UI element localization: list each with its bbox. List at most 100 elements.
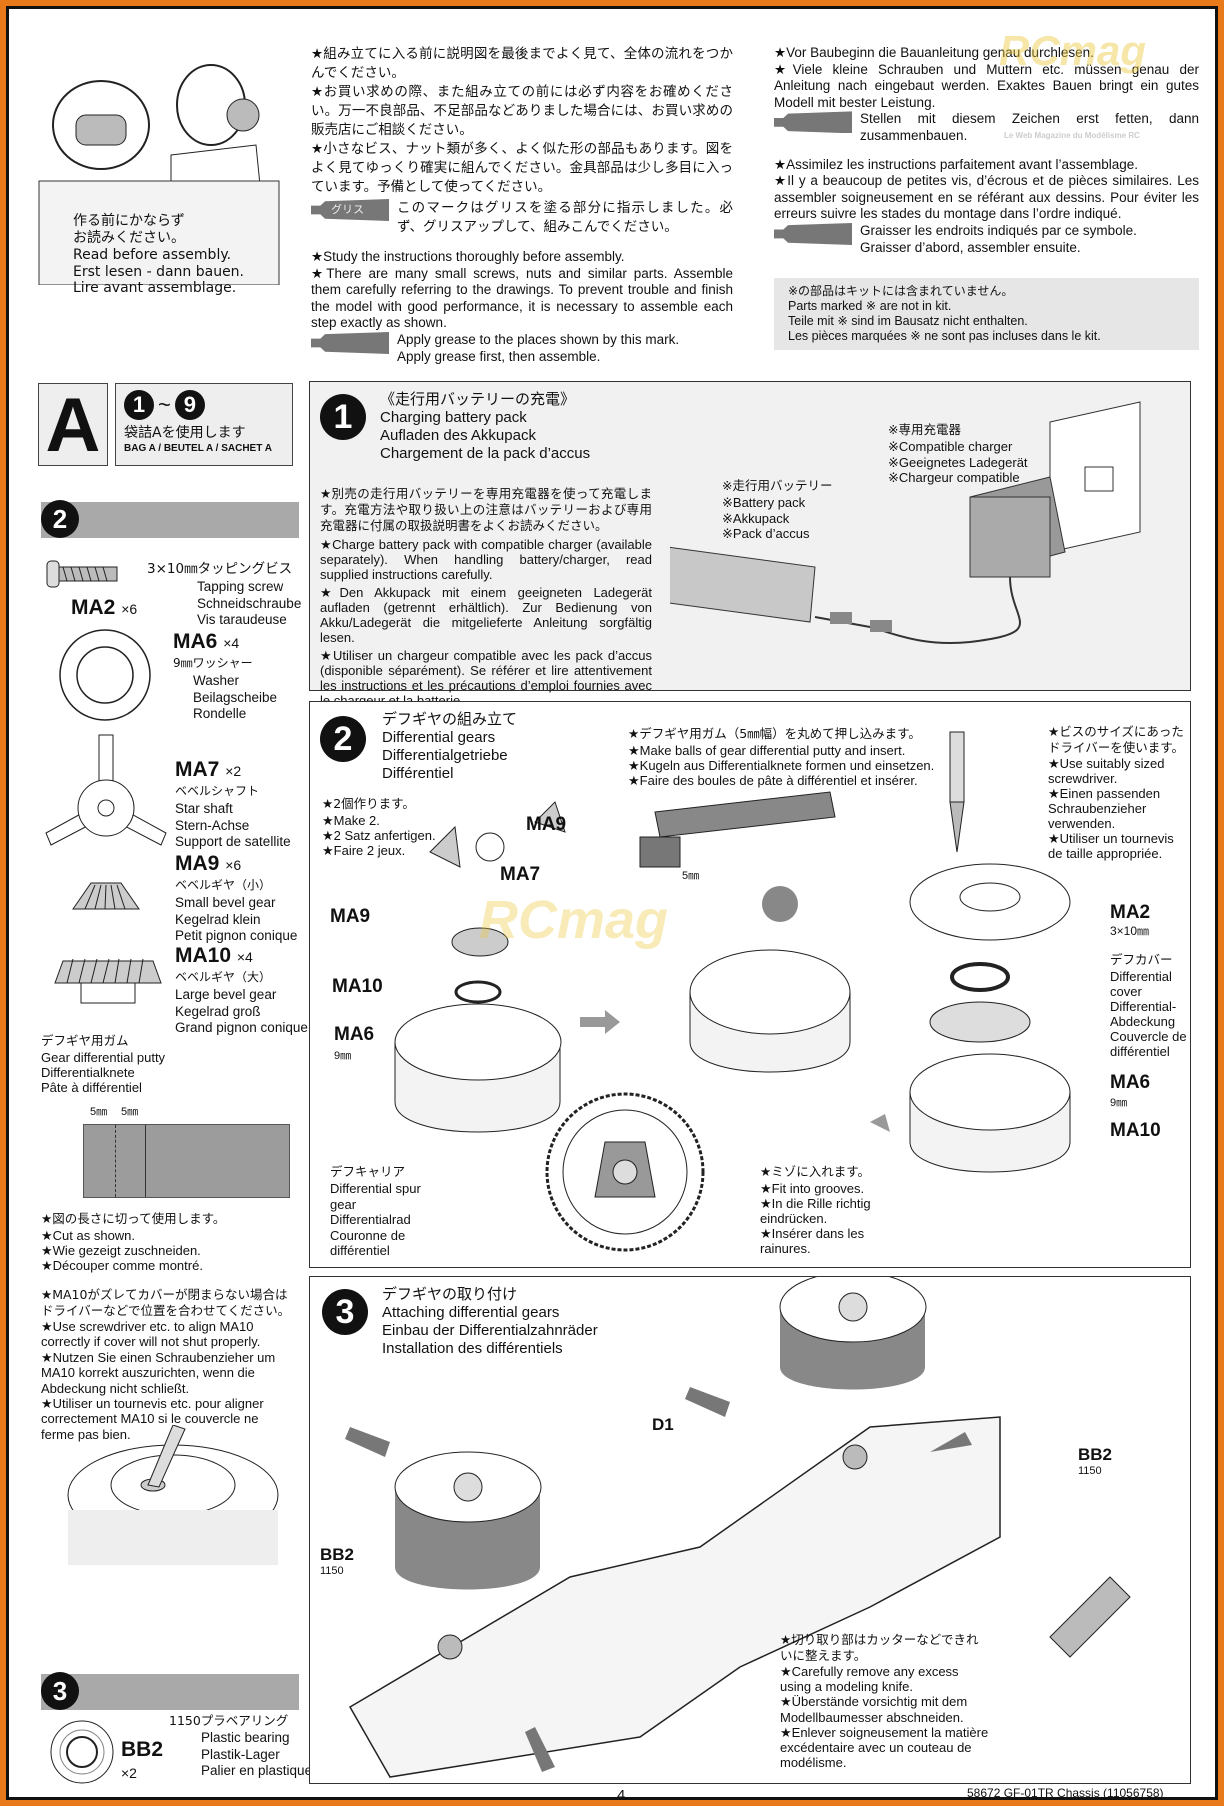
label-ma2-size: 3×10㎜ [1110, 924, 1150, 938]
spur-gear-icon [779, 1277, 927, 1390]
grease-tube-icon: グリス [311, 199, 389, 221]
battery-pack-icon [670, 546, 892, 632]
mechanics-cartoon-icon [38, 64, 280, 286]
fr-grease-1: Graisser les endroits indiqués par ce sy… [860, 222, 1137, 238]
arrow-icon [870, 1114, 890, 1132]
chassis-illustration [345, 1277, 1131, 1778]
label-d1: D1 [652, 1415, 674, 1434]
grease-tube-icon [774, 111, 852, 134]
label-ma9-left: MA9 [330, 906, 371, 927]
general-notes-jp-en: ★組み立てに入る前に説明図を最後までよく見て、全体の流れをつかんでください。 ★… [311, 45, 733, 365]
sign-jp-2: お読みください。 [73, 230, 185, 246]
not-in-kit-jp: ※の部品はキットには含まれていません。 [788, 284, 1014, 299]
not-in-kit-box: ※の部品はキットには含まれていません。 Parts marked ※ are n… [774, 278, 1199, 351]
manual-page: 作る前にかならず お読みください。 Read before assembly. … [6, 6, 1218, 1804]
label-ma9-top: MA9 [526, 814, 567, 835]
fr-note: ★Il y a beaucoup de petites vis, d’écrou… [774, 173, 1199, 222]
putty-dim-2: 5㎜ [121, 1106, 139, 1118]
label-bb2-left-size: 1150 [320, 1565, 344, 1577]
fr-grease-2: Graisser d’abord, assembler ensuite. [860, 239, 1081, 255]
en-grease-1: Apply grease to the places shown by this… [397, 331, 680, 347]
charger-label: ※専用充電器※Compatible charger※Geeignetes Lad… [888, 422, 1028, 485]
label-bb2-right-size: 1150 [1078, 1465, 1102, 1477]
page-number: 4 [617, 1787, 626, 1804]
step-start-badge: 1 [124, 390, 154, 420]
de-note: ★Vor Baubeginn die Bauanleitung genau du… [774, 45, 1094, 60]
label-ma6-right-size: 9㎜ [1110, 1097, 1128, 1109]
grease-tube-icon [345, 1387, 972, 1772]
sign-de: Erst lesen - dann bauen. [73, 263, 245, 280]
part-bb2-code: BB2×2 [121, 1738, 164, 1782]
cut-notes: ★図の長さに切って使用します。★Cut as shown.★Wie gezeig… [41, 1211, 226, 1273]
star-shaft-icon [45, 734, 167, 846]
putty-insert-note: ★デフギヤ用ガム（5㎜幅）を丸めて押し込みます。★Make balls of g… [628, 726, 935, 788]
en-grease-2: Apply grease first, then assemble. [397, 348, 601, 364]
step3-parts-badge: 3 [41, 1672, 79, 1710]
make-two-note: ★2個作ります。★Make 2.★2 Satz anfertigen.★Fair… [322, 796, 436, 858]
plastic-bearing-icon [50, 1720, 114, 1784]
screwdriver-icon [949, 731, 965, 853]
jp-grease-note: このマークはグリスを塗る部分に指示しました。必ず、グリスアップして、組みこんでく… [397, 200, 733, 235]
putty-dim-label: 5㎜ [682, 870, 700, 882]
de-note: ★Viele kleine Schrauben und Muttern etc.… [774, 61, 1199, 110]
tapping-screw-icon [46, 560, 118, 588]
range-tilde: ~ [158, 392, 171, 417]
label-ma6-right: MA6 [1110, 1072, 1151, 1093]
fr-note: ★Assimilez les instructions parfaitement… [774, 156, 1139, 172]
watermark-logo: RCmag [999, 27, 1147, 74]
battery-charger-illustration [670, 401, 1141, 644]
bearing-icon [437, 1634, 463, 1660]
product-code: 58672 GF-01TR Chassis (11056758) [967, 1786, 1164, 1800]
spur-gear-icon [689, 949, 851, 1073]
jp-note: ★お買い求めの際、また組み立ての前には必ず内容をお確めください。万一不良部品、不… [311, 84, 733, 138]
bag-letter: A [38, 383, 108, 467]
en-note: ★Study the instructions thoroughly befor… [311, 249, 625, 264]
label-ma6-size: 9㎜ [334, 1050, 352, 1062]
not-in-kit-en: Parts marked ※ are not in kit. [788, 299, 952, 314]
fit-grooves-note: ★ミゾに入れます。★Fit into grooves.★In die Rille… [760, 1164, 871, 1256]
label-ma7: MA7 [500, 864, 541, 885]
label-bb2-left: BB2 [320, 1545, 355, 1564]
diff-assembly-illustration [394, 731, 1071, 1252]
sign-fr: Lire avant assemblage. [73, 280, 237, 297]
arrow-icon [580, 1010, 620, 1034]
small-bevel-gear-icon [72, 882, 140, 910]
screwdriver-note: ★ビスのサイズにあったドライバーを使います。★Use suitably size… [1048, 724, 1185, 861]
de-grease-note: Stellen mit diesem Zeichen erst fetten, … [860, 111, 1199, 143]
diff-cover-screwdriver-icon [67, 1425, 279, 1565]
label-ma2: MA2 [1110, 902, 1151, 923]
en-note: ★There are many small screws, nuts and s… [311, 265, 733, 331]
step-end-badge: 9 [174, 390, 205, 420]
step2-badge: 2 [320, 716, 366, 762]
label-bb2-right: BB2 [1078, 1445, 1113, 1464]
watermark-logo-center: RCmag [479, 890, 669, 950]
bag-jp: 袋詰Aを使用します [124, 425, 246, 441]
putty-ball-icon [762, 886, 798, 922]
part-ma2-code: MA2 ×6 [71, 596, 138, 619]
align-notes: ★MA10がズレてカバーが閉まらない場合はドライバーなどで位置を合わせてください… [41, 1287, 291, 1442]
step1-badge: 1 [320, 394, 366, 440]
not-in-kit-de: Teile mit ※ sind im Bausatz nicht enthal… [788, 314, 1028, 329]
battery-label: ※走行用バッテリー※Battery pack※Akkupack※Pack d’a… [722, 478, 833, 541]
spur-gear-icon [394, 1003, 562, 1133]
step2-parts-bar [41, 502, 299, 538]
grease-tube-icon [311, 331, 389, 354]
step1-notes: ★別売の走行用バッテリーを専用充電器を使って充電します。充電方法や取り扱い上の注… [320, 486, 652, 708]
step3-parts-bar [41, 1674, 299, 1710]
step2-parts-badge: 2 [41, 500, 79, 538]
bag-info: 1 ~ 9 袋詰Aを使用します BAG A / BEUTEL A / SACHE… [115, 383, 293, 466]
spur-gear-icon [909, 1053, 1071, 1173]
charger-icon [969, 476, 1066, 578]
knife-note: ★切り取り部はカッターなどできれいに整えます。★Carefully remove… [780, 1632, 989, 1771]
bearing-icon [842, 1444, 868, 1470]
